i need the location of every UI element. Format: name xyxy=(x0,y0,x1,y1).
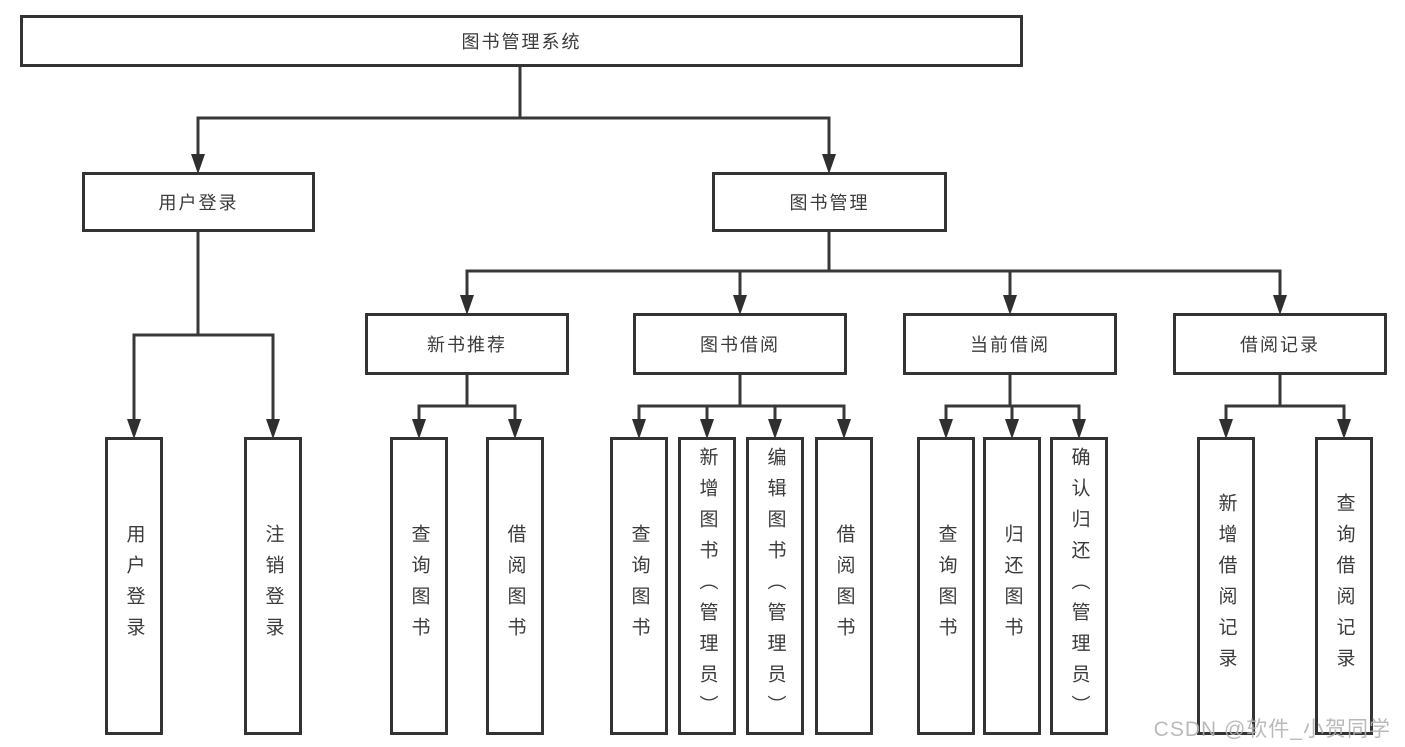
leaf-user-login: 用户登录 xyxy=(105,437,163,735)
leaf-query-books-borrowing: 查询图书 xyxy=(610,437,668,735)
leaf-query-borrow-record: 查询借阅记录 xyxy=(1315,437,1373,735)
node-borrowing-records: 借阅记录 xyxy=(1173,313,1387,375)
leaf-borrow-books-recommend: 借阅图书 xyxy=(486,437,544,735)
node-book-management: 图书管理 xyxy=(712,172,947,232)
node-current-borrowing: 当前借阅 xyxy=(903,313,1117,375)
leaf-logout: 注销登录 xyxy=(244,437,302,735)
leaf-add-borrow-record: 新增借阅记录 xyxy=(1197,437,1255,735)
leaf-add-books-admin: 新增图书（管理员） xyxy=(678,437,736,735)
node-user-login: 用户登录 xyxy=(82,172,315,232)
leaf-query-books-recommend: 查询图书 xyxy=(390,437,448,735)
node-book-borrowing: 图书借阅 xyxy=(633,313,847,375)
node-library-management-system: 图书管理系统 xyxy=(20,15,1023,67)
leaf-query-books-current: 查询图书 xyxy=(917,437,975,735)
watermark: CSDN @软件_小贺同学 xyxy=(1153,718,1391,741)
node-new-book-recommendation: 新书推荐 xyxy=(365,313,569,375)
leaf-borrow-books-borrowing: 借阅图书 xyxy=(815,437,873,735)
leaf-confirm-return-admin: 确认归还（管理员） xyxy=(1050,437,1108,735)
leaf-return-books: 归还图书 xyxy=(983,437,1041,735)
leaf-edit-books-admin: 编辑图书（管理员） xyxy=(746,437,804,735)
